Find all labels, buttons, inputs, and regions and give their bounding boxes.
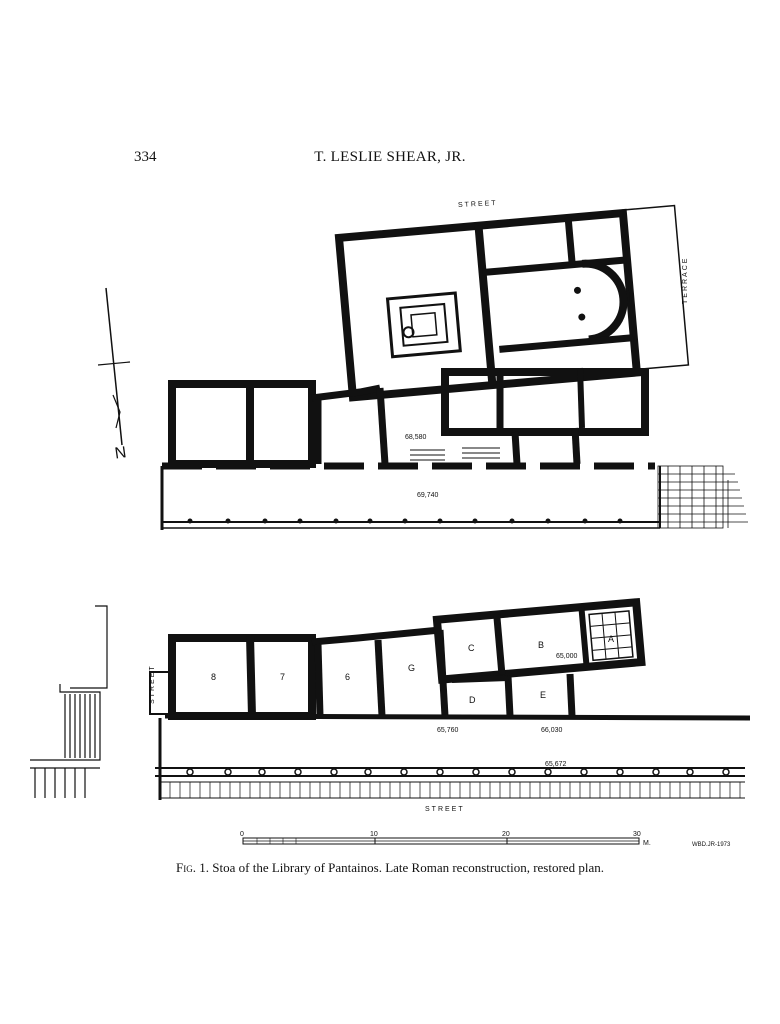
room-label: G xyxy=(408,663,415,673)
scale-tick-label: 30 xyxy=(633,831,641,838)
room-label: 6 xyxy=(345,672,350,682)
caption-text: Stoa of the Library of Pantainos. Late R… xyxy=(212,860,604,875)
elevation-label: 65,672 xyxy=(545,761,567,768)
scale-tick-label: 20 xyxy=(502,831,510,838)
scale-tick-label: 0 xyxy=(240,831,244,838)
side-street-label: STREET xyxy=(149,664,156,704)
room-label: 7 xyxy=(280,672,285,682)
draftsman-credit: WBD.JR-1973 xyxy=(692,842,731,848)
room-label: 8 xyxy=(211,672,216,682)
room-label: B xyxy=(538,640,544,650)
upper-street-label: STREET xyxy=(458,200,498,209)
elevation-label: 66,030 xyxy=(541,727,563,734)
figure-number: Fig. 1. xyxy=(176,860,210,875)
running-head: T. LESLIE SHEAR, JR. xyxy=(314,149,466,165)
elevation-label: 65,760 xyxy=(437,727,459,734)
upper-plan: STREET TERRACE 68,580 69,740 xyxy=(160,200,748,530)
north-arrow-icon xyxy=(97,287,131,446)
north-label: N xyxy=(114,444,128,462)
room-label: A xyxy=(608,634,614,644)
terrace-label: TERRACE xyxy=(682,257,689,304)
room-label: D xyxy=(469,695,476,705)
room-label: C xyxy=(468,643,475,653)
elevation-label: 69,740 xyxy=(417,492,439,499)
room-label: E xyxy=(540,690,546,700)
elevation-label: 68,580 xyxy=(405,434,427,441)
figure-caption: Fig. 1. Stoa of the Library of Pantainos… xyxy=(0,860,780,876)
elevation-label: 65,000 xyxy=(556,653,578,660)
lower-plan: 8 7 6 G C B A D E 65,000 65,760 66,030 6… xyxy=(30,597,751,813)
page-number: 334 xyxy=(134,149,157,165)
scale-bar xyxy=(242,837,640,845)
scale-unit-label: M. xyxy=(643,840,651,847)
scale-tick-label: 10 xyxy=(370,831,378,838)
bottom-street-label: STREET xyxy=(425,806,465,813)
